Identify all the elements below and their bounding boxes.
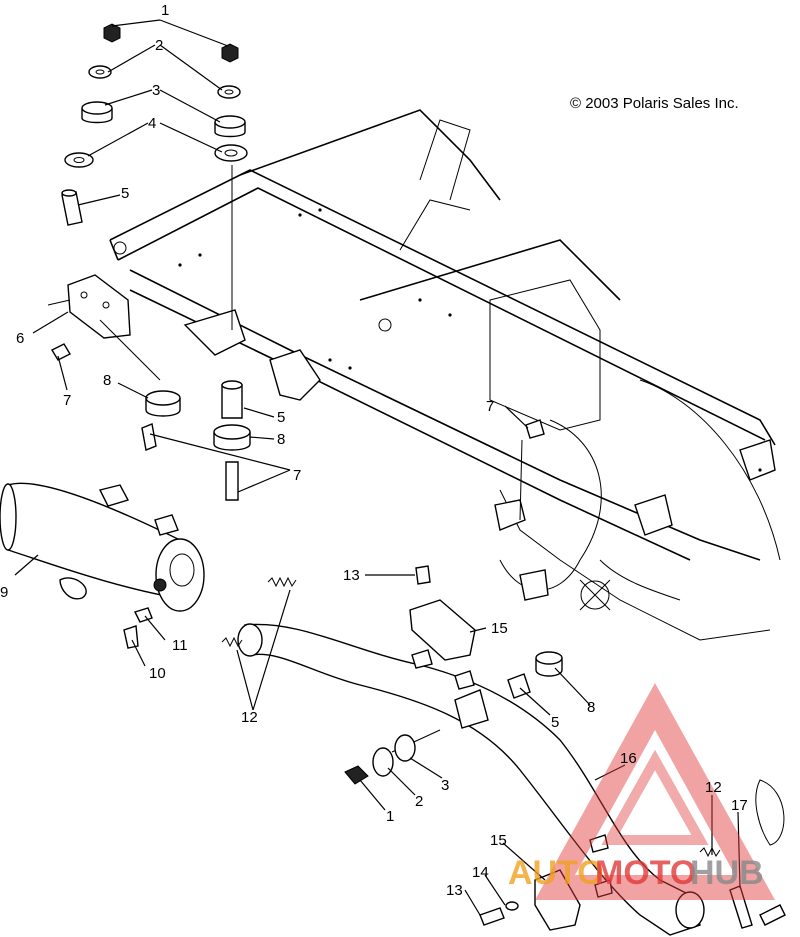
- bracket-assembly-low: [479, 779, 786, 931]
- callout-2-low: 2: [415, 793, 423, 810]
- callout-8-left: 8: [103, 372, 111, 389]
- callout-15-low: 15: [490, 832, 507, 849]
- callout-3-low: 3: [441, 777, 449, 794]
- callout-5-top: 5: [121, 185, 129, 202]
- watermark-logo: [535, 683, 775, 900]
- callout-9: 9: [0, 584, 8, 601]
- callout-7-right: 7: [486, 398, 494, 415]
- callout-15-mid: 15: [491, 620, 508, 637]
- muffler: [0, 482, 205, 649]
- watermark-moto: MOTO: [595, 854, 696, 892]
- callout-16: 16: [620, 750, 637, 767]
- callout-1-low: 1: [386, 808, 394, 825]
- callout-labels: 1 2 3 4 5 6 7 8 5 8 7 7 9 11 10 12 13 15…: [0, 2, 748, 899]
- vehicle-frame: [109, 109, 781, 641]
- callout-13-low: 13: [446, 882, 463, 899]
- watermark-triangle-icon: [535, 683, 775, 900]
- copyright-text: © 2003 Polaris Sales Inc.: [570, 95, 739, 112]
- exhaust-pipe: [221, 576, 721, 936]
- callout-1-top: 1: [161, 2, 169, 19]
- callout-4-top: 4: [148, 115, 156, 132]
- callout-8-mid: 8: [277, 431, 285, 448]
- callout-7-left: 7: [63, 392, 71, 409]
- callout-7-mid: 7: [293, 467, 301, 484]
- callout-6: 6: [16, 330, 24, 347]
- callout-14: 14: [472, 864, 489, 881]
- callout-11: 11: [172, 637, 188, 654]
- callout-12-right: 12: [705, 779, 722, 796]
- callout-13-mid: 13: [343, 567, 360, 584]
- mount-hardware-center: [213, 380, 545, 521]
- callout-12-mid: 12: [241, 709, 258, 726]
- bracket-assembly-mid: [344, 565, 563, 785]
- bracket-assembly-left: [47, 274, 181, 451]
- leader-lines: [14, 19, 741, 916]
- watermark-auto: AUTO: [508, 854, 604, 892]
- callout-2-top: 2: [155, 37, 163, 54]
- watermark-hub: HUB: [690, 854, 764, 892]
- callout-3-top: 3: [152, 82, 160, 99]
- callout-5-low: 5: [551, 714, 559, 731]
- mount-hardware-top: [61, 23, 248, 330]
- callout-5-mid: 5: [277, 409, 285, 426]
- callout-8-low: 8: [587, 699, 595, 716]
- callout-10: 10: [149, 665, 166, 682]
- callout-17: 17: [731, 797, 748, 814]
